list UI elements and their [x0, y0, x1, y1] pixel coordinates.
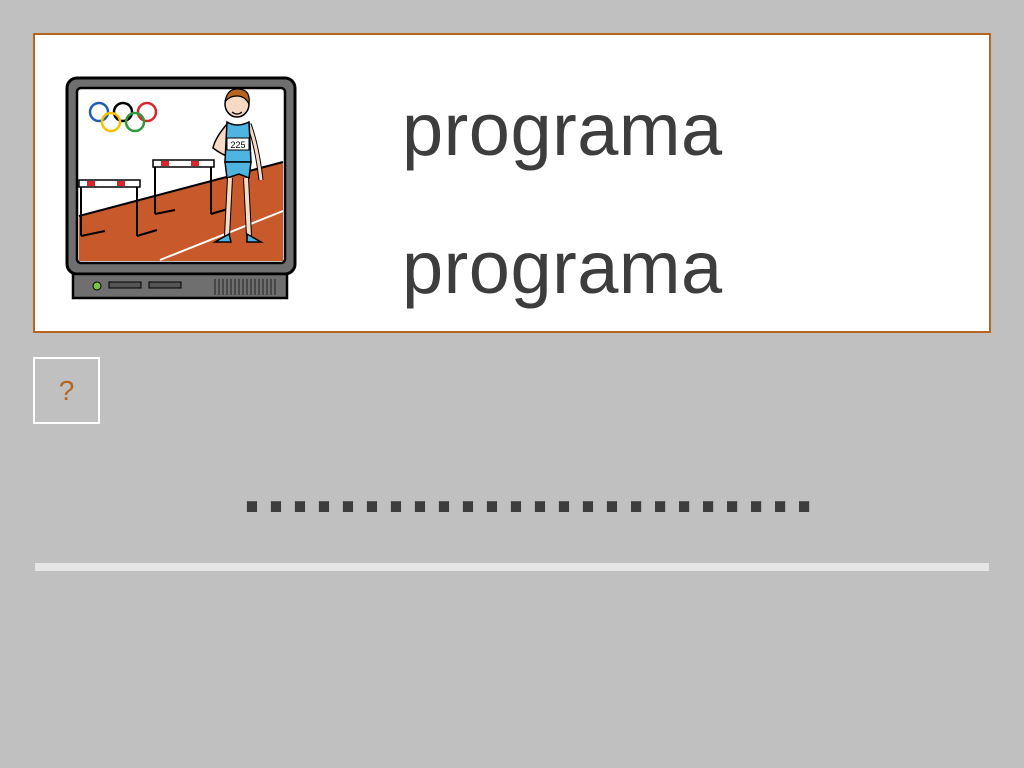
word-card: 225 programa programa: [33, 33, 991, 333]
bib-number: 225: [230, 140, 245, 150]
word-upper: programa: [402, 88, 723, 171]
help-button[interactable]: ?: [33, 357, 100, 424]
answer-underline: [35, 563, 989, 571]
tv-athlete-pictogram-icon: 225: [65, 76, 297, 300]
answer-placeholder[interactable]: ........................: [242, 448, 819, 528]
help-button-label: ?: [58, 374, 75, 406]
word-lower: programa: [402, 226, 723, 309]
